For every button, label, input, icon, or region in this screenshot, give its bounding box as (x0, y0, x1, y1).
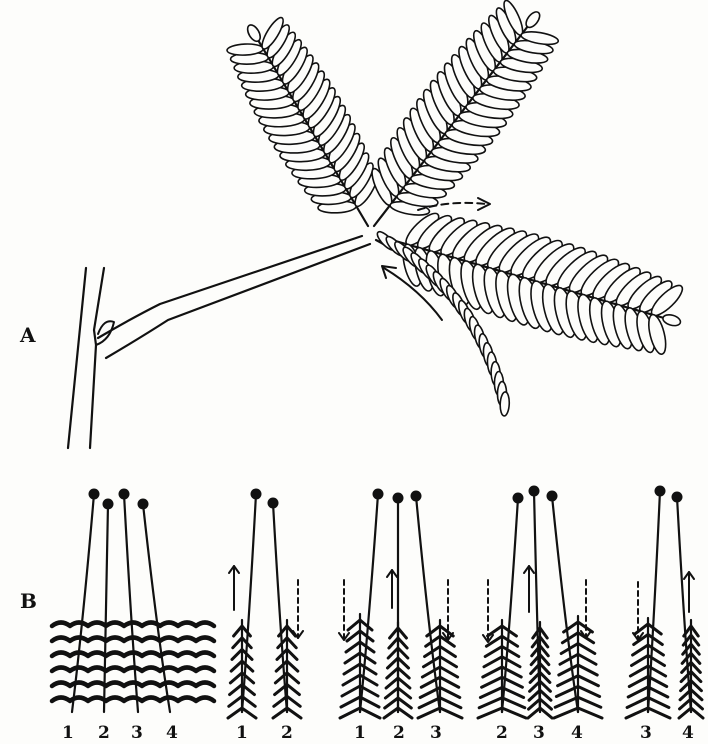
group-4-closed (478, 486, 602, 719)
compound-leaf (227, 0, 687, 416)
panel-a-label: A (19, 323, 36, 347)
label-g4-2: 2 (496, 723, 508, 743)
label-g2-1: 1 (236, 723, 248, 743)
label-g4-3: 3 (533, 723, 545, 743)
panel-b-label: B (20, 589, 37, 613)
group-5-closed (626, 486, 703, 719)
group-2-closed (228, 489, 303, 719)
panel-b-diagrams (52, 486, 703, 719)
label-g3-3: 3 (430, 723, 442, 743)
label-g5-4: 4 (682, 723, 694, 743)
pinna-upper-left (227, 15, 381, 226)
group-3-closed (339, 489, 462, 719)
label-g2-2: 2 (281, 723, 293, 743)
label-g3-2: 2 (393, 723, 405, 743)
label-g1-2: 2 (98, 723, 110, 743)
label-g5-3: 3 (640, 723, 652, 743)
branch-stem (68, 236, 370, 448)
label-g1-1: 1 (62, 723, 74, 743)
pinna-right-open (378, 209, 686, 356)
label-g3-1: 1 (354, 723, 366, 743)
label-g4-4: 4 (571, 723, 583, 743)
group-1-open (52, 489, 214, 713)
label-g1-3: 3 (131, 723, 143, 743)
group-labels: 1 2 3 4 1 2 1 2 3 2 3 4 3 4 (62, 723, 694, 743)
label-g1-4: 4 (166, 723, 178, 743)
pinna-upper-right (368, 0, 559, 226)
